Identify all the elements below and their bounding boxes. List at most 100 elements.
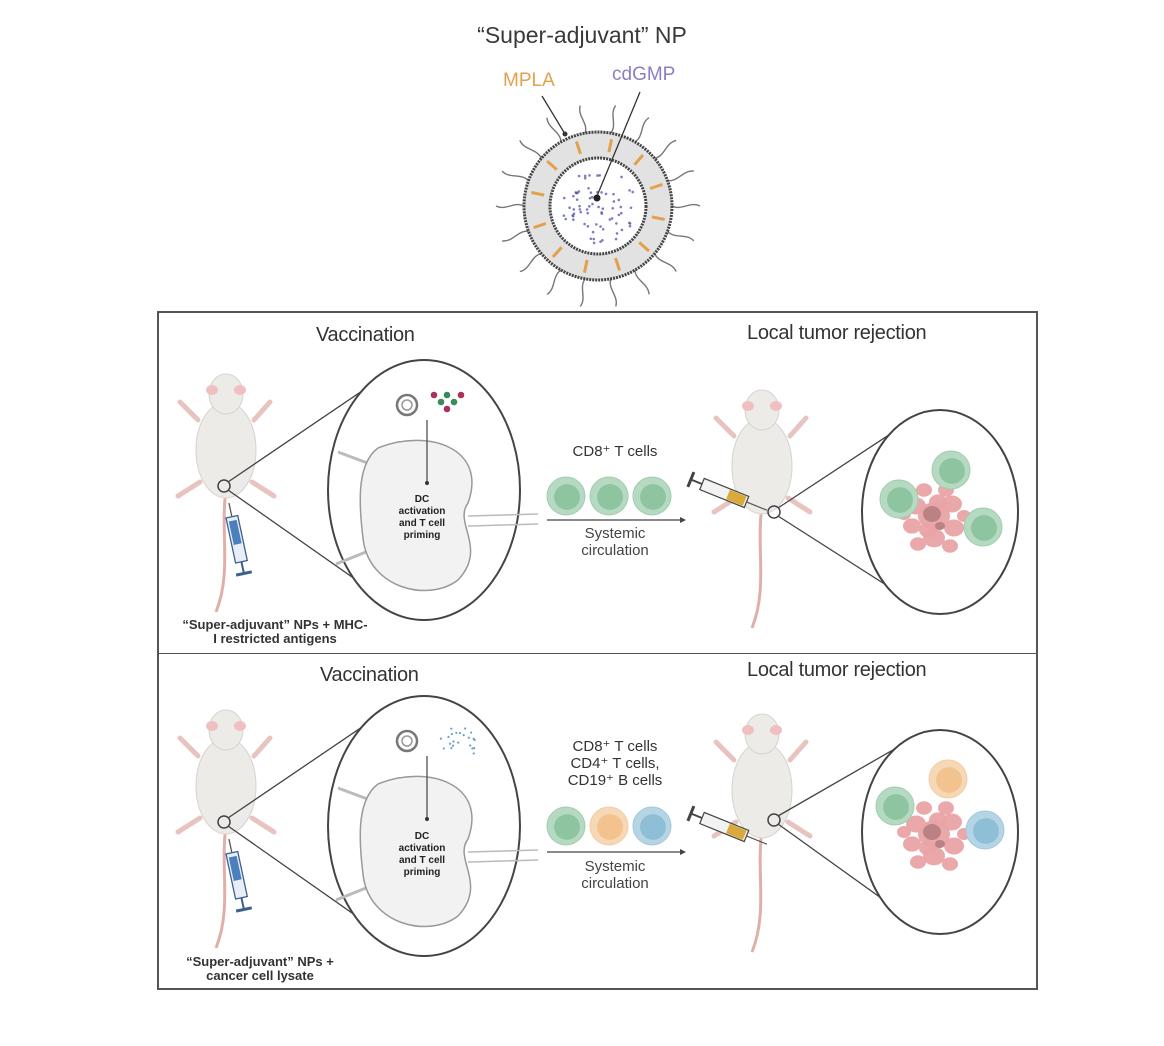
mpla-pointer-line bbox=[541, 95, 566, 135]
cdgmp-dot bbox=[583, 174, 587, 178]
cdgmp-pointer-head bbox=[593, 194, 601, 202]
syringe-needle bbox=[746, 501, 768, 511]
cdgmp-dot bbox=[583, 176, 587, 180]
lysate-fragment bbox=[467, 736, 470, 739]
cdgmp-dot bbox=[599, 240, 602, 243]
mpla-molecule bbox=[638, 241, 650, 253]
antigen-peptide bbox=[443, 391, 451, 399]
tumor-cell bbox=[942, 495, 962, 513]
mouse-ear bbox=[770, 725, 782, 735]
cdgmp-dot bbox=[578, 208, 582, 211]
cdgmp-dot bbox=[620, 211, 623, 215]
lysate-fragment bbox=[469, 731, 473, 734]
panel2-circulating-cell-cd8-nucleus bbox=[554, 814, 580, 840]
mouse-tail bbox=[214, 489, 228, 613]
syringe-fluid bbox=[228, 519, 242, 545]
cdgmp-dot bbox=[591, 202, 594, 206]
peg-chain bbox=[671, 203, 701, 209]
cdgmp-dot bbox=[599, 225, 602, 228]
panel1-infiltrating-cell-cd8-nucleus bbox=[887, 487, 913, 513]
tumor-core bbox=[923, 824, 941, 840]
tumor-cell bbox=[903, 518, 921, 534]
lysate-fragment bbox=[448, 742, 452, 745]
cdgmp-dot bbox=[577, 190, 581, 193]
lysate-fragment bbox=[471, 747, 474, 750]
systemic-circulation-arrowhead bbox=[680, 517, 686, 523]
panel2-circulating-cell-cd19-nucleus bbox=[640, 814, 666, 840]
mouse-tail bbox=[750, 505, 764, 629]
cdgmp-dot bbox=[585, 208, 589, 211]
cdgmp-dot bbox=[590, 195, 594, 199]
panel2-tumor-rejection-header: Local tumor rejection bbox=[747, 659, 927, 681]
peg-chains bbox=[495, 105, 701, 307]
tumor-core bbox=[923, 506, 941, 522]
zoom-source-circle bbox=[767, 505, 781, 519]
panel1-tumor bbox=[897, 483, 971, 553]
tumor-cell bbox=[897, 826, 911, 838]
cdgmp-dot bbox=[589, 191, 593, 194]
cdgmp-dot bbox=[592, 237, 596, 241]
tumor-cell bbox=[938, 801, 954, 815]
cdgmp-dot bbox=[572, 218, 575, 221]
lysate-fragment bbox=[462, 733, 465, 737]
cdgmp-dot bbox=[588, 196, 592, 200]
tumor-cell bbox=[916, 483, 932, 497]
cdgmp-dot bbox=[612, 192, 615, 196]
peg-chain bbox=[501, 170, 529, 182]
nanoparticle-diagram bbox=[495, 91, 701, 307]
syringe-plunger bbox=[240, 897, 245, 910]
cdgmp-dot bbox=[568, 206, 571, 210]
mouse-ear bbox=[742, 725, 754, 735]
panel1-circulation-label: Systemic circulation bbox=[581, 525, 649, 559]
cdgmp-dot bbox=[588, 174, 591, 177]
panel1-vaccinated-mouse bbox=[175, 373, 277, 613]
panel2-lymph-node-text: DC activation and T cell priming bbox=[398, 831, 446, 878]
mouse-body bbox=[731, 741, 793, 839]
panel1-vaccination-header: Vaccination bbox=[316, 324, 415, 346]
peg-chain bbox=[578, 105, 587, 134]
cdgmp-dot bbox=[571, 214, 575, 218]
lysate-fragment bbox=[442, 747, 445, 750]
antigen-peptide bbox=[443, 405, 451, 413]
mouse-body bbox=[195, 737, 257, 835]
lymph-node bbox=[359, 439, 473, 592]
tumor-cell bbox=[929, 812, 947, 828]
lysate-fragment bbox=[472, 752, 475, 755]
cdgmp-dot bbox=[586, 211, 589, 215]
panel2-circulation-label: Systemic circulation bbox=[581, 858, 649, 892]
cdgmp-dot bbox=[572, 208, 576, 211]
cdgmp-dot bbox=[604, 192, 608, 196]
tumor-cell bbox=[910, 537, 926, 551]
panel2-tumor-syringe bbox=[686, 805, 768, 845]
tumor-cell bbox=[942, 813, 962, 831]
lysate-fragment bbox=[455, 731, 458, 734]
cdgmp-dot bbox=[615, 232, 619, 235]
mouse-ear bbox=[206, 385, 218, 395]
syringe-needle bbox=[228, 838, 233, 853]
tumor-core bbox=[935, 840, 945, 848]
cdgmp-dot bbox=[617, 213, 621, 217]
zoom-source-circle bbox=[217, 479, 231, 493]
peg-chain bbox=[546, 269, 562, 295]
lysate-fragment bbox=[439, 737, 442, 740]
cdgmp-dot bbox=[620, 175, 623, 179]
zoom-source-circle bbox=[217, 815, 231, 829]
delivery-arrow-head bbox=[425, 481, 429, 485]
zoom-source-circle bbox=[767, 813, 781, 827]
cdgmp-dot bbox=[631, 190, 635, 194]
cdgmp-dot bbox=[563, 196, 566, 200]
cdgmp-dot bbox=[629, 206, 633, 210]
lymph-node bbox=[359, 775, 473, 928]
panel1-circulating-cell-cd8-nucleus bbox=[597, 484, 623, 510]
syringe-plunger bbox=[690, 478, 703, 485]
peg-chain bbox=[667, 230, 695, 242]
lymph-vessel bbox=[335, 786, 371, 902]
lymph-vessel bbox=[467, 513, 539, 527]
panel1-lymph-node bbox=[335, 439, 539, 592]
cdgmp-dot bbox=[591, 230, 595, 234]
cdgmp-dot bbox=[608, 218, 612, 221]
syringe-needle bbox=[228, 502, 233, 517]
panel2-caption: “Super-adjuvant” NPs + cancer cell lysat… bbox=[186, 954, 334, 983]
figure-title: “Super-adjuvant” NP bbox=[477, 22, 687, 48]
mpla-molecule bbox=[546, 159, 558, 171]
